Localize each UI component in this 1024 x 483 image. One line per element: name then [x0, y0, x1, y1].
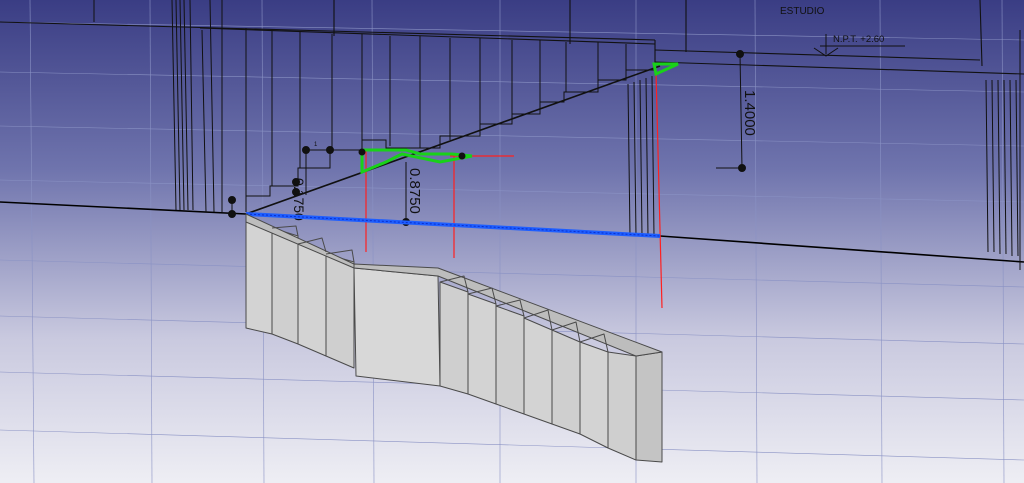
stair-solid[interactable]: [245, 213, 663, 463]
stair-stringer-line: [245, 65, 661, 215]
small-dimension-mark: 1: [314, 142, 318, 148]
upper-stair-outline: [245, 28, 656, 212]
sketch-vertex[interactable]: [358, 148, 366, 156]
level-marker: [813, 34, 905, 57]
mid-height-label: 0.8750: [406, 168, 423, 214]
right-columns: [627, 30, 1021, 270]
level-label: N.P.T. +2.60: [833, 34, 884, 45]
riser-height-label: 0.1750: [291, 178, 307, 221]
riser-dimension: [228, 146, 334, 218]
left-column: [93, 0, 223, 213]
room-label: ESTUDIO: [780, 6, 825, 17]
landing-height-dimension: [716, 50, 746, 172]
upper-beams: [0, 0, 1024, 75]
sketch-profile[interactable]: [360, 62, 679, 175]
landing-height-label: 1.4000: [741, 90, 758, 136]
selected-edge-hatch: [245, 213, 661, 237]
sketch-vertex[interactable]: [458, 152, 466, 160]
